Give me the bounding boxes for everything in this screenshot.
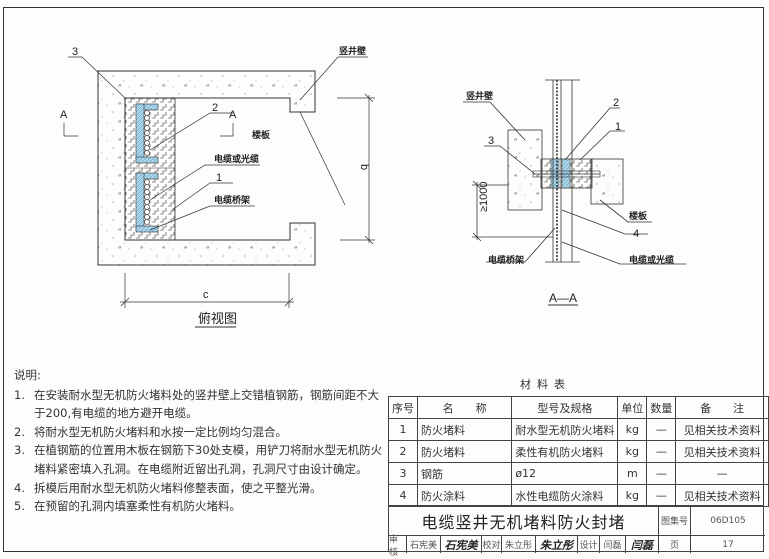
drawing-title: 电缆竖井无机堵料防火封堵 — [389, 506, 659, 536]
checker-name: 朱立彤 — [502, 536, 536, 553]
cables — [144, 110, 150, 225]
plan-label-3: 3 — [72, 46, 78, 58]
note-item: 2.将耐水型无机防火堵料和水按一定比例均匀混合。 — [14, 424, 287, 439]
section-label-3: 3 — [488, 135, 494, 147]
section-view-title: A—A — [549, 291, 577, 305]
plan-label-1: 1 — [216, 172, 222, 184]
dim-c: c — [203, 289, 209, 301]
page-label: 页 — [659, 536, 691, 553]
section-mark-right: A — [229, 109, 237, 121]
drawing-frame — [3, 7, 764, 552]
checker-signature: 朱立彤 — [536, 536, 578, 553]
section-mark-left: A — [60, 109, 68, 121]
plan-label-2: 2 — [212, 102, 218, 114]
plan-label-tray: 电缆桥架 — [214, 194, 250, 206]
section-floor-slab — [590, 158, 624, 205]
atlas-label: 图集号 — [659, 506, 691, 536]
cable-tray-upper — [135, 103, 159, 164]
dim-b: b — [358, 164, 370, 170]
section-label-1: 1 — [615, 121, 621, 133]
plan-label-shaft-wall: 竖井壁 — [339, 45, 366, 57]
note-item: 4.拆模后用耐水型无机防火堵料修整表面，使之平整光滑。 — [14, 480, 322, 495]
note-item: 1.在安装耐水型无机防火堵料处的竖井壁上交错植钢筋，钢筋间距不大于200,有电缆… — [14, 387, 379, 421]
notes: 说明: 1.在安装耐水型无机防火堵料处的竖井壁上交错植钢筋，钢筋间距不大于200… — [14, 366, 386, 516]
review-label: 审核 — [389, 535, 407, 558]
materials-title: 材料表 — [520, 378, 571, 391]
section-label-4: 4 — [633, 228, 639, 240]
section-label-tray: 电缆桥架 — [488, 254, 524, 266]
designer-name: 闫磊 — [600, 536, 626, 553]
cable-tray-lower — [135, 172, 159, 233]
note-item: 5.在预留的孔洞内填塞柔性有机防火堵料。 — [14, 499, 241, 514]
section-label-2: 2 — [613, 97, 619, 109]
designer-signature: 闫磊 — [626, 536, 659, 553]
page-number: 17 — [722, 539, 734, 550]
reviewer-signature: 石宪美 — [441, 536, 482, 553]
notes-title: 说明: — [14, 368, 41, 382]
plan-label-floor-slab: 楼板 — [252, 129, 271, 141]
section-label-floor-slab: 楼板 — [629, 210, 648, 222]
design-label: 设计 — [578, 536, 600, 553]
table-header-row: 序号 名 称 型号及规格 单位 数量 备 注 — [388, 396, 769, 419]
check-label: 校对 — [482, 536, 502, 553]
plan-label-cable: 电缆或光缆 — [214, 153, 259, 165]
section-label-cable: 电缆或光缆 — [629, 254, 674, 266]
reviewer-name: 石宪美 — [407, 536, 441, 553]
section-shaft-wall — [507, 129, 543, 211]
section-view: 竖井壁 2 1 3 楼板 4 电缆桥架 电缆或光缆 ≥1000 A—A — [463, 79, 686, 306]
plan-view: 3 2 1 竖井壁 楼板 电缆或光缆 电缆桥架 A A b c 俯视图 — [60, 45, 375, 328]
note-item: 3.在植钢筋的位置用木板在钢筋下30处支模，用铲刀将耐水型无机防火堵料紧密填入孔… — [14, 443, 383, 476]
dim-min-height: ≥1000 — [478, 181, 490, 212]
atlas-number: 06D105 — [691, 506, 765, 536]
plan-view-title: 俯视图 — [198, 311, 237, 327]
section-label-shaft-wall: 竖井壁 — [466, 90, 493, 102]
fire-block-fill — [124, 97, 176, 241]
title-block: 电缆竖井无机堵料防火封堵 图集号 06D105 审核 石宪美 石宪美 校对 朱立… — [388, 505, 765, 558]
